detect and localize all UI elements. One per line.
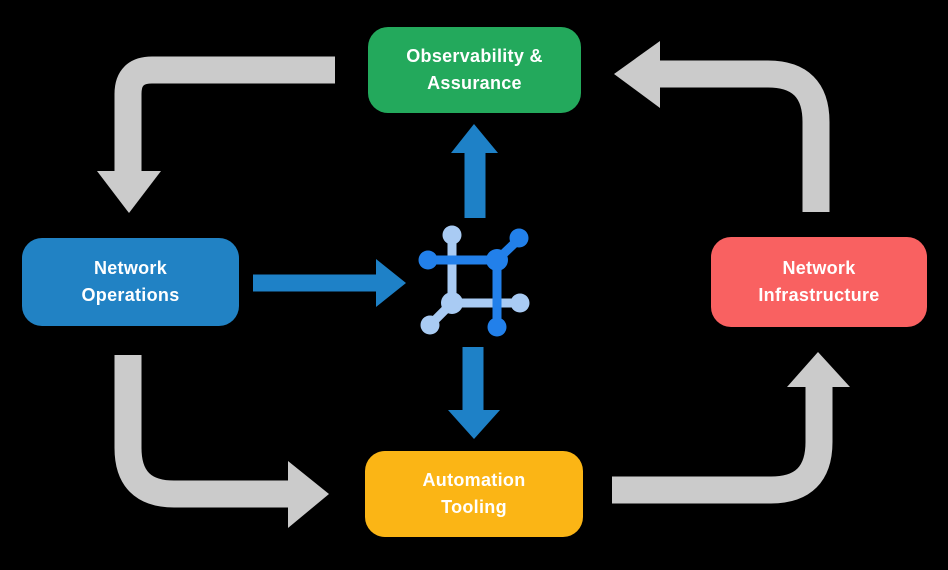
arrow-shaft <box>114 56 335 173</box>
arrow-head-right <box>376 259 406 307</box>
node-label-line: Tooling <box>441 497 507 517</box>
mesh-node <box>510 293 530 313</box>
arrow-operations-to-automation <box>114 355 329 528</box>
node-label-line: Observability & <box>406 46 543 66</box>
node-label-line: Assurance <box>427 73 522 93</box>
arrow-shaft <box>659 60 830 212</box>
network-mesh-icon <box>418 225 530 337</box>
arrow-shaft <box>114 355 289 508</box>
mesh-node <box>442 225 462 245</box>
arrow-head-left <box>614 41 660 108</box>
arrow-head-down <box>448 410 500 439</box>
mesh-node <box>441 292 463 314</box>
arrow-head-up <box>787 352 850 387</box>
arrow-head-right <box>288 461 329 528</box>
mesh-node <box>420 315 440 335</box>
arrow-automation-to-infrastructure <box>612 352 850 504</box>
node-label-line: Operations <box>81 285 180 305</box>
arrow-infrastructure-to-observability <box>614 41 830 212</box>
node-network-operations: Network Operations <box>22 238 239 326</box>
mesh-node <box>509 228 529 248</box>
node-network-infrastructure: Network Infrastructure <box>711 237 927 327</box>
node-label-line: Automation <box>422 470 526 490</box>
node-label-line: Network <box>782 258 856 278</box>
node-automation-tooling: Automation Tooling <box>365 451 583 537</box>
arrow-platform-to-automation <box>448 347 500 439</box>
mesh-node <box>486 249 508 271</box>
node-observability-assurance: Observability & Assurance <box>368 27 581 113</box>
arrow-observability-to-operations <box>97 56 335 213</box>
arrow-head-down <box>97 171 161 213</box>
mesh-node <box>418 250 438 270</box>
node-label-line: Network <box>93 258 168 278</box>
arrow-operations-to-platform <box>253 259 406 307</box>
arrow-platform-to-observability <box>451 124 498 218</box>
arrow-head-up <box>451 124 498 153</box>
node-label-line: Infrastructure <box>758 285 880 305</box>
arrow-shaft <box>612 386 833 504</box>
mesh-node <box>487 317 507 337</box>
